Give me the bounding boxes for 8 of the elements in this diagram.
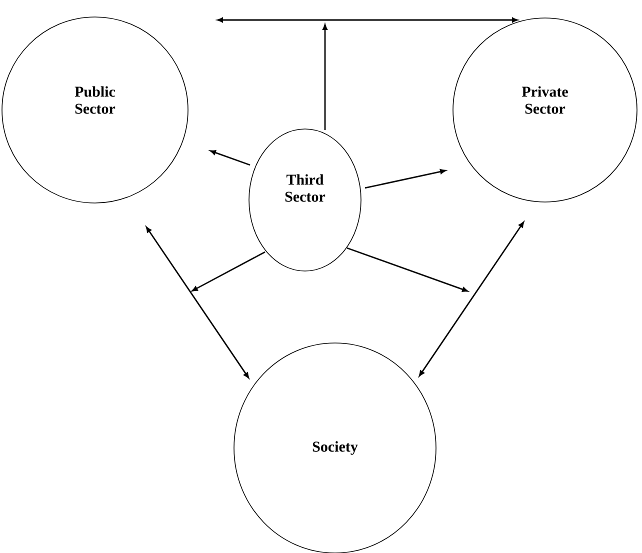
arrow (217, 18, 518, 22)
arrow (210, 150, 250, 166)
arrow (146, 226, 250, 378)
arrow (364, 169, 446, 189)
arrow (418, 222, 524, 376)
arrow (192, 251, 266, 292)
arrow (322, 24, 328, 130)
arrow (346, 247, 468, 292)
